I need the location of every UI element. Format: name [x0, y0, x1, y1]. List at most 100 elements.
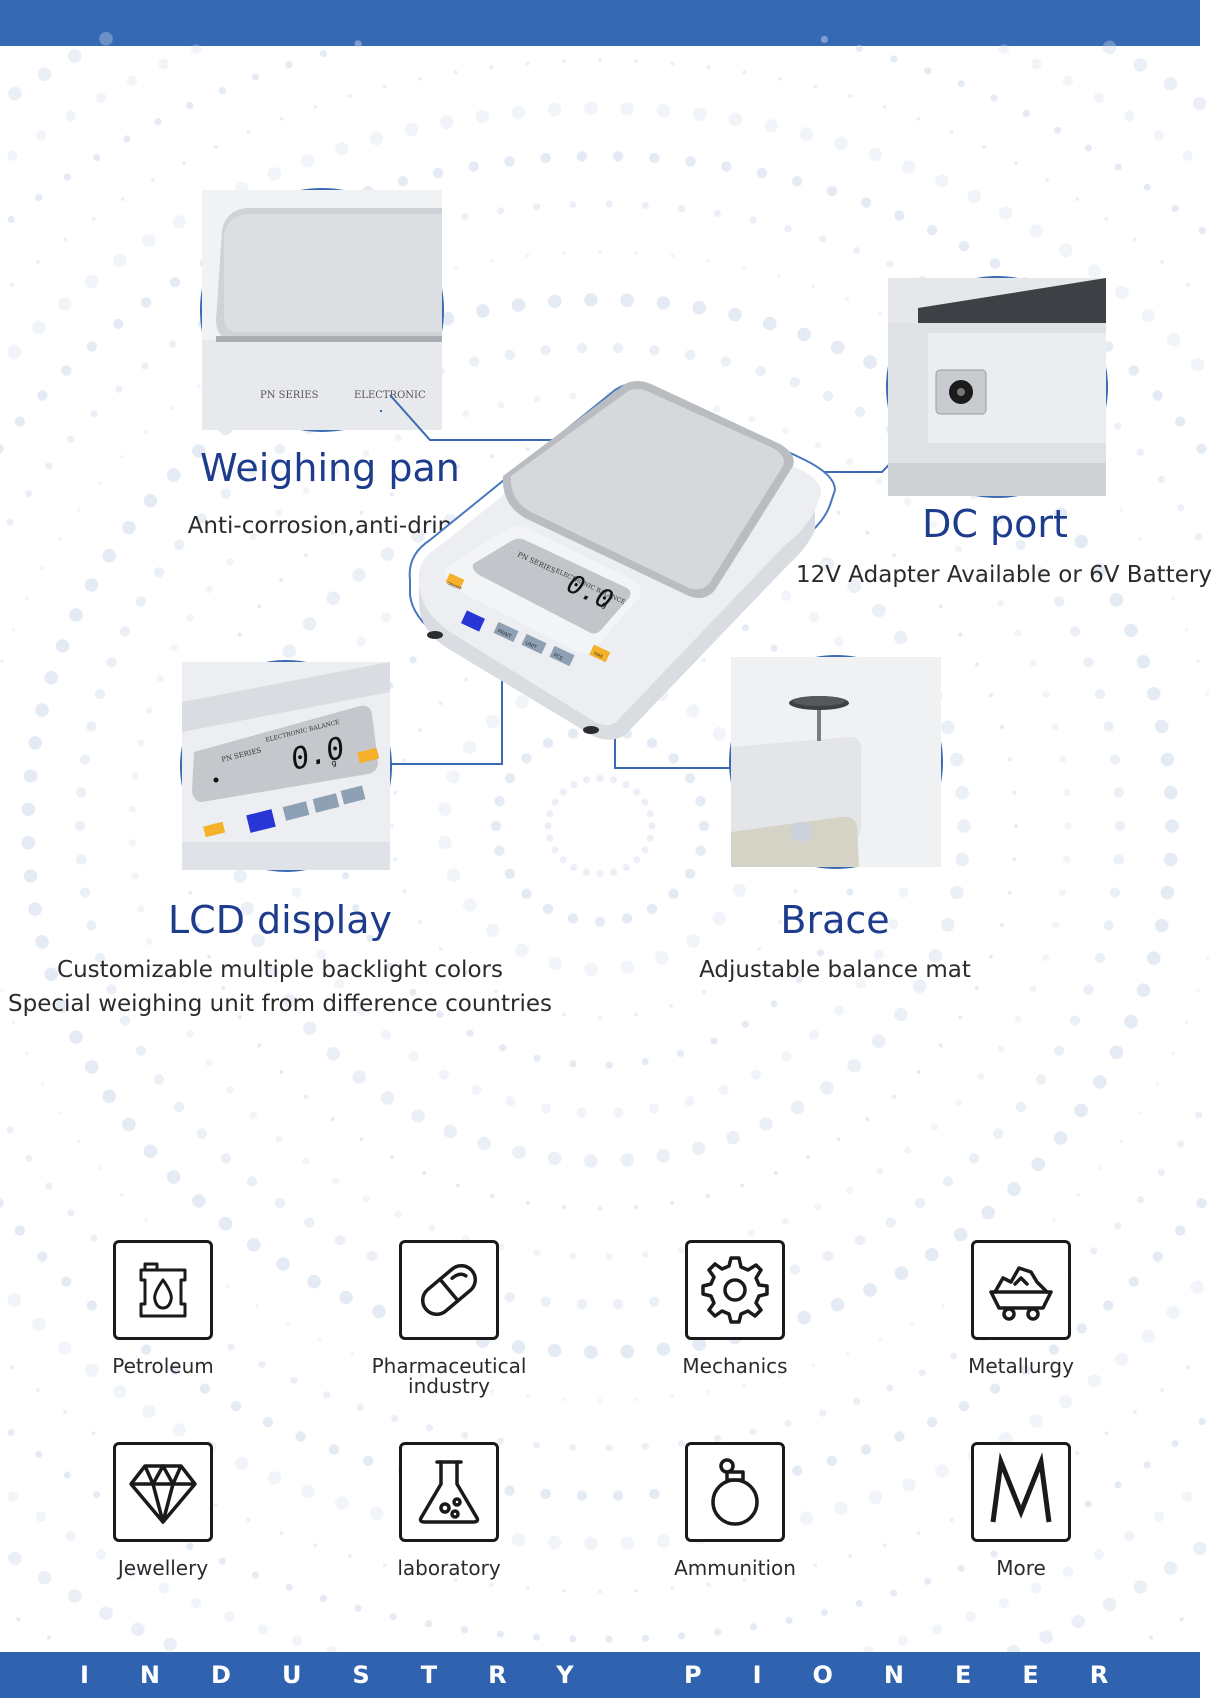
- background-dot: [620, 1536, 634, 1550]
- background-dot: [698, 820, 710, 832]
- background-dot: [356, 1403, 364, 1412]
- background-dot: [122, 520, 136, 535]
- background-dot: [890, 1589, 898, 1597]
- unit-key[interactable]: [521, 633, 547, 655]
- background-dot: [813, 1563, 818, 1568]
- background-dot: [902, 160, 916, 174]
- background-dot: [975, 662, 979, 667]
- background-dot: [612, 1107, 624, 1118]
- background-dot: [439, 115, 454, 130]
- background-dot: [69, 608, 83, 622]
- background-dot: [28, 736, 42, 750]
- background-dot: [57, 1111, 62, 1115]
- background-dot: [511, 1532, 526, 1547]
- background-dot: [1119, 508, 1124, 513]
- background-dot: [436, 1010, 444, 1019]
- background-dot: [274, 1197, 286, 1209]
- background-dot: [646, 737, 658, 749]
- background-dot: [191, 43, 202, 55]
- background-dot: [649, 152, 660, 164]
- flask-icon: [418, 1460, 480, 1524]
- background-dot: [438, 947, 443, 951]
- background-dot: [1014, 1015, 1022, 1023]
- petroleum-tile: [113, 1240, 213, 1340]
- background-dot: [1051, 723, 1059, 731]
- more-tile[interactable]: [971, 1442, 1071, 1542]
- background-dot: [25, 490, 33, 498]
- background-dot: [25, 596, 29, 601]
- background-dot: [894, 630, 908, 645]
- background-dot: [7, 215, 15, 223]
- background-dot: [935, 174, 949, 188]
- background-dot: [570, 781, 578, 789]
- background-dot: [814, 1203, 822, 1211]
- background-dot: [988, 693, 993, 698]
- print-key[interactable]: [493, 621, 519, 643]
- background-dot: [620, 1344, 634, 1359]
- background-dot: [612, 1298, 624, 1310]
- grenade-icon: [711, 1458, 759, 1526]
- background-dot: [489, 1582, 494, 1587]
- background-dot: [1058, 888, 1066, 897]
- ammunition-tile: [685, 1442, 785, 1542]
- background-dot: [251, 1571, 259, 1579]
- background-dot: [438, 802, 452, 817]
- background-dot: [32, 320, 46, 335]
- background-dot: [865, 530, 870, 535]
- background-dot: [196, 384, 201, 389]
- background-dot: [1114, 1222, 1122, 1230]
- background-dot: [532, 1633, 541, 1641]
- background-dot: [489, 258, 494, 263]
- background-dot: [668, 753, 679, 764]
- background-dot: [140, 297, 152, 308]
- background-dot: [352, 904, 360, 912]
- background-dot: [135, 1045, 147, 1056]
- background-dot: [79, 887, 91, 898]
- background-dot: [567, 913, 579, 924]
- background-dot: [65, 1530, 76, 1542]
- background-dot: [668, 888, 679, 899]
- background-dot: [882, 1543, 887, 1548]
- background-dot: [1062, 75, 1074, 86]
- background-dot: [145, 937, 153, 946]
- background-dot: [16, 1617, 21, 1622]
- dc-port-title: DC port: [922, 502, 1068, 546]
- background-dot: [267, 1471, 282, 1485]
- background-dot: [40, 566, 45, 571]
- background-dot: [282, 644, 297, 659]
- background-dot: [192, 1194, 206, 1208]
- background-dot: [540, 1296, 551, 1308]
- background-dot: [997, 599, 1005, 608]
- background-dot: [303, 1021, 317, 1035]
- background-dot: [1074, 1103, 1088, 1118]
- background-dot: [731, 970, 736, 975]
- background-dot: [561, 1012, 566, 1017]
- lcd-display-title: LCD display: [168, 898, 392, 942]
- on-off-key[interactable]: [445, 573, 465, 589]
- mode-key[interactable]: [460, 610, 486, 632]
- background-dot: [172, 1423, 186, 1437]
- background-dot: [199, 1383, 211, 1394]
- background-dot: [714, 1628, 722, 1636]
- pcs-key[interactable]: [549, 645, 575, 667]
- background-dot: [684, 773, 696, 784]
- background-dot: [35, 194, 43, 202]
- background-dot: [32, 1317, 46, 1332]
- background-dot: [419, 1374, 423, 1378]
- background-dot: [25, 1051, 29, 1056]
- background-dot: [728, 307, 742, 322]
- background-dot: [213, 1503, 218, 1507]
- background-dot: [455, 1183, 460, 1188]
- background-dot: [11, 627, 16, 632]
- background-dot: [1157, 1168, 1165, 1176]
- background-dot: [878, 1337, 883, 1341]
- background-dot: [1115, 1352, 1129, 1367]
- background-dot: [875, 1167, 884, 1175]
- background-dot: [276, 1257, 291, 1271]
- background-dot: [359, 510, 364, 515]
- background-dot: [958, 1400, 970, 1412]
- background-dot: [988, 954, 993, 959]
- brace-closeup: [729, 655, 943, 869]
- tare-key[interactable]: [589, 644, 611, 663]
- background-dot: [461, 213, 469, 221]
